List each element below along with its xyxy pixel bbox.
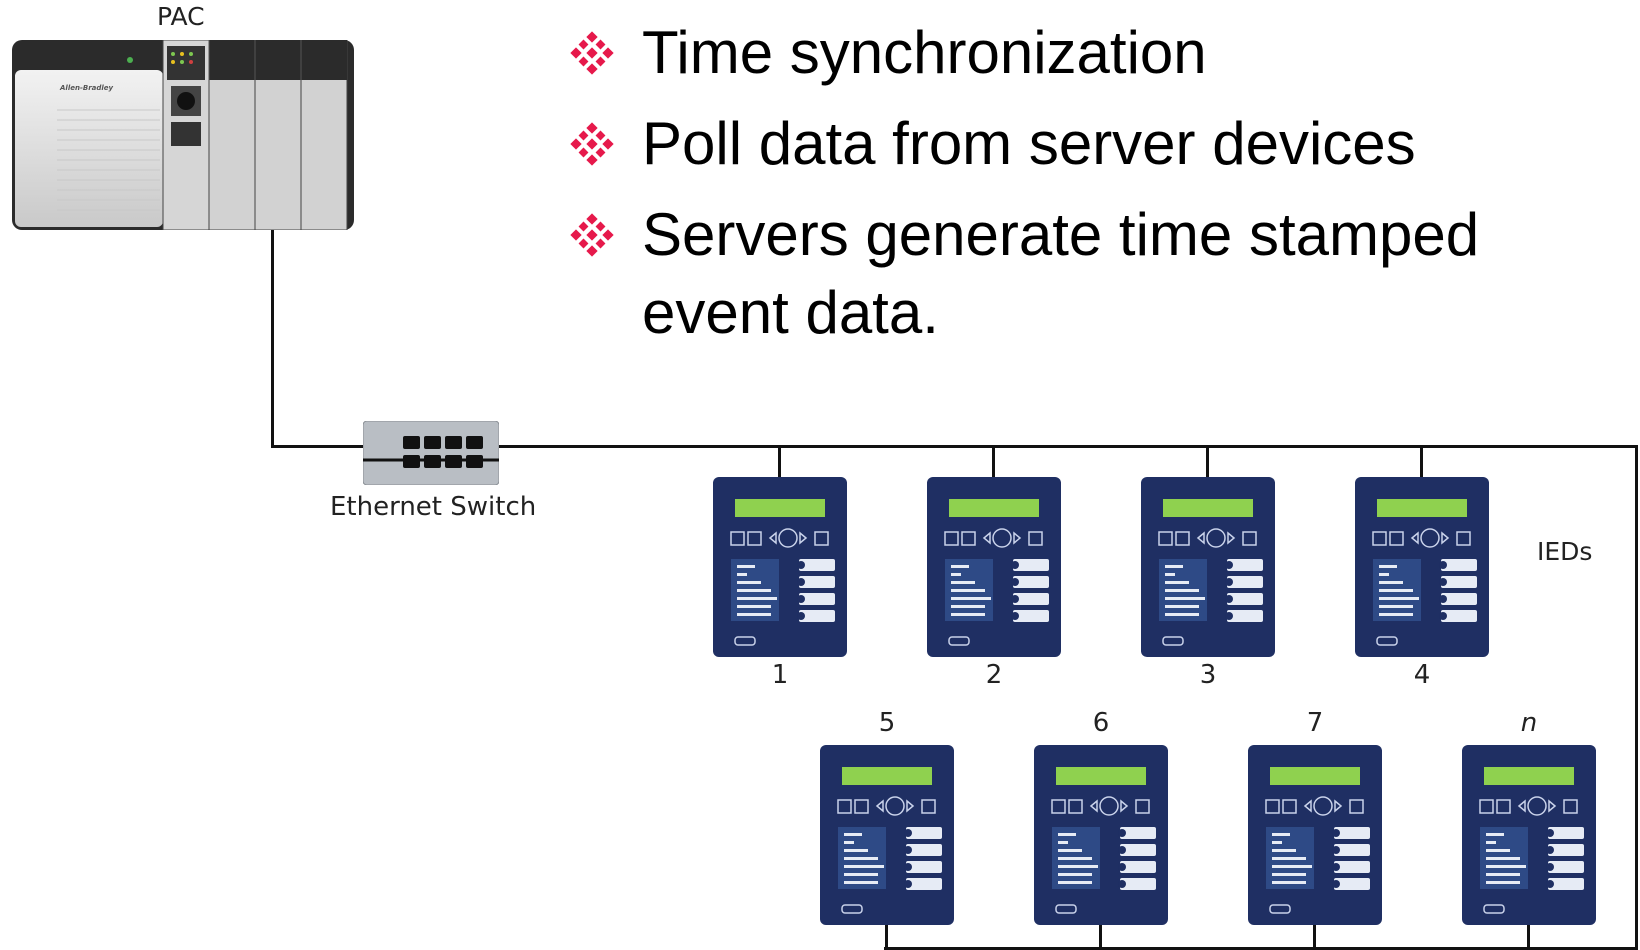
bullet-item-1: Time synchronization: [570, 14, 1207, 92]
ied-device-6: [1034, 745, 1168, 925]
diamond-cluster-icon: [570, 122, 614, 166]
bullet-text: Servers generate time stamped event data…: [642, 201, 1480, 346]
ied-number-3: 3: [1199, 660, 1217, 690]
ied-number-2: 2: [985, 660, 1003, 690]
wire-drop-ied-2: [992, 445, 995, 479]
bullet-text: Poll data from server devices: [642, 110, 1416, 177]
pac-controller: [12, 40, 354, 230]
ied-device-5: [820, 745, 954, 925]
wire-riser-ied-7: [1313, 918, 1316, 950]
wire-right-riser: [1635, 445, 1638, 950]
bullet-text: Time synchronization: [642, 19, 1207, 86]
ied-device-1: [713, 477, 847, 657]
pac-label: PAC: [157, 2, 205, 31]
pac-brand-label: Allen-Bradley: [60, 84, 114, 92]
ethernet-switch-label: Ethernet Switch: [330, 492, 537, 522]
wire-main-bus: [271, 445, 1638, 448]
wire-pac-down: [271, 228, 274, 448]
wire-drop-ied-3: [1206, 445, 1209, 479]
ied-number-7: 7: [1306, 708, 1324, 738]
ied-number-6: 6: [1092, 708, 1110, 738]
ied-number-n: n: [1520, 708, 1538, 738]
wire-riser-ied-n: [1527, 918, 1530, 950]
bullet-item-2: Poll data from server devices: [570, 105, 1416, 183]
wire-drop-ied-4: [1420, 445, 1423, 479]
diamond-cluster-icon: [570, 31, 614, 75]
ied-number-1: 1: [771, 660, 789, 690]
ethernet-switch: [363, 421, 499, 485]
ied-device-2: [927, 477, 1061, 657]
bullet-item-3: Servers generate time stamped event data…: [570, 196, 1640, 352]
ied-number-4: 4: [1413, 660, 1431, 690]
ied-number-5: 5: [878, 708, 896, 738]
ied-device-7: [1248, 745, 1382, 925]
ied-device-3: [1141, 477, 1275, 657]
wire-riser-ied-6: [1099, 918, 1102, 950]
wire-bottom-bus: [884, 947, 1638, 950]
wire-riser-ied-5: [885, 918, 888, 950]
wire-drop-ied-1: [778, 445, 781, 479]
ied-device-4: [1355, 477, 1489, 657]
diamond-cluster-icon: [570, 213, 614, 257]
ied-device-n: [1462, 745, 1596, 925]
ieds-label: IEDs: [1537, 537, 1593, 566]
